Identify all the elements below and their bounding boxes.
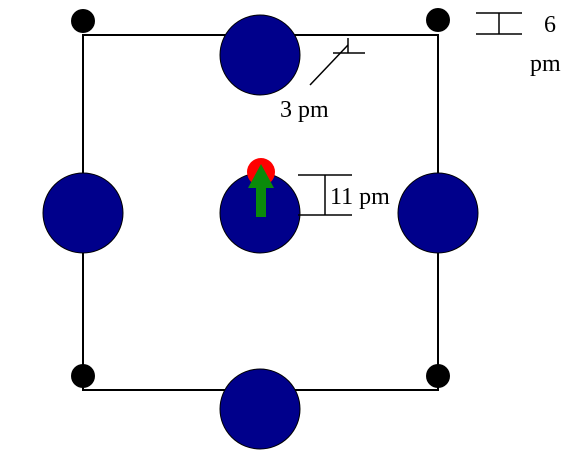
corner-offset-marker [476,12,522,35]
center-offset-label: 11 pm [330,184,390,210]
face-atom-top [219,14,301,96]
corner-atom-top-right [426,8,450,32]
center-offset-marker [298,174,352,216]
edge-offset-marker [309,38,365,86]
face-atom-left [42,172,124,254]
corner-atom-bottom-left [71,364,95,388]
corner-offset-unit-label: pm [530,51,561,77]
corner-offset-value-label: 6 [544,12,556,38]
face-atom-right [397,172,479,254]
arrow-up-icon [248,164,274,217]
edge-offset-label: 3 pm [280,97,329,123]
corner-atom-top-left [71,9,95,33]
face-atom-bottom [219,368,301,450]
corner-atom-bottom-right [426,364,450,388]
